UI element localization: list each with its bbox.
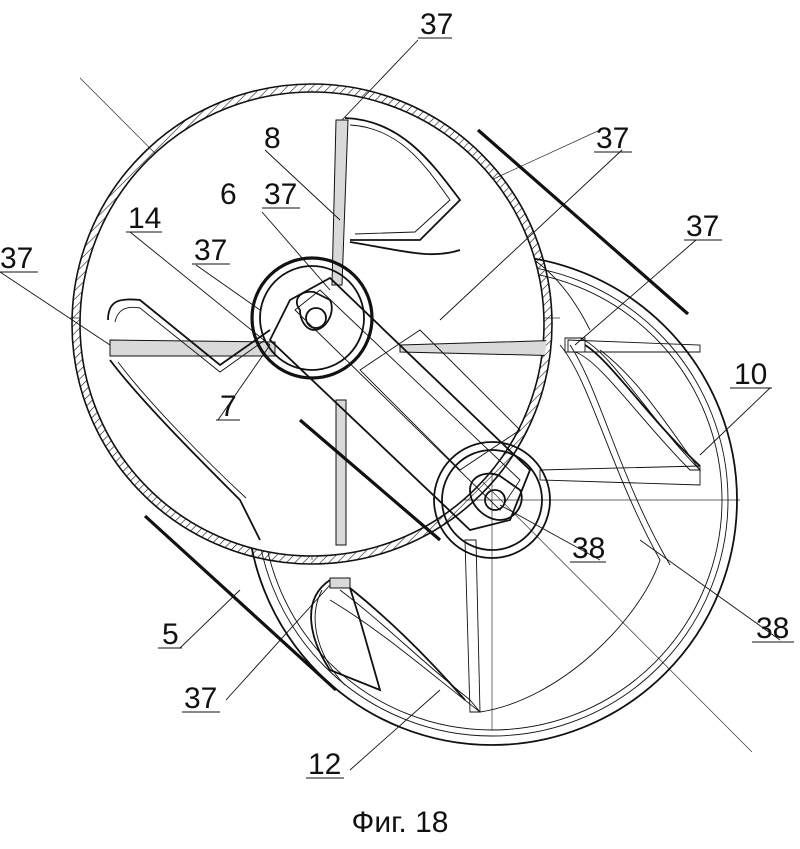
label-8: 8 (264, 122, 281, 155)
label-5: 5 (162, 618, 179, 651)
figure-caption: Фиг. 18 (351, 806, 449, 839)
label-10: 10 (734, 358, 767, 391)
label-37-bottom: 37 (184, 682, 217, 715)
label-37-right-upper: 37 (596, 122, 629, 155)
lower-blades (310, 337, 701, 701)
leader-lines (0, 39, 781, 771)
label-38-center: 38 (572, 532, 605, 565)
label-37-top: 37 (420, 8, 453, 41)
patent-drawing: 37 8 37 6 37 14 37 37 37 10 7 38 38 5 37… (0, 8, 794, 781)
shaft-assembly (250, 256, 551, 559)
front-shell (71, 83, 553, 565)
label-37-inner: 37 (194, 234, 227, 267)
label-37-left: 37 (0, 242, 33, 275)
label-37-center: 37 (264, 178, 297, 211)
cylinder-outline (143, 128, 690, 692)
rear-blades (244, 239, 702, 713)
label-14: 14 (128, 202, 161, 235)
reference-numerals: 37 8 37 6 37 14 37 37 37 10 7 38 38 5 37… (0, 8, 794, 781)
label-12: 12 (308, 748, 341, 781)
label-7: 7 (220, 390, 237, 423)
label-38-right: 38 (756, 612, 789, 645)
label-37-right: 37 (686, 210, 719, 243)
label-6: 6 (220, 178, 237, 211)
